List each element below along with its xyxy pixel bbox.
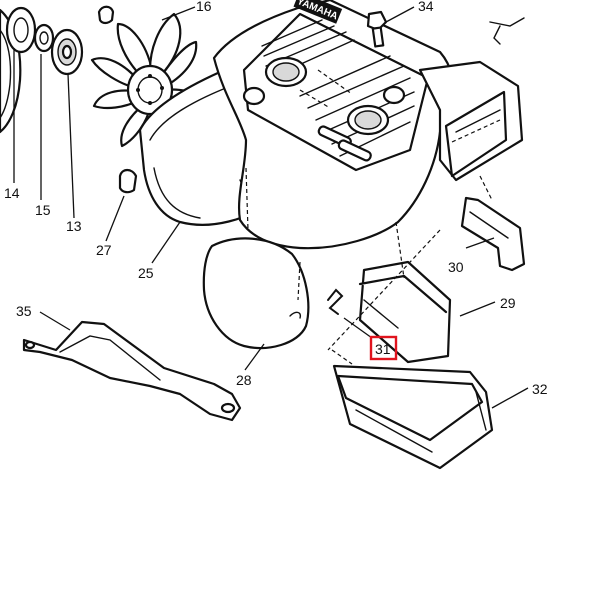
assembly-guides <box>245 119 501 365</box>
callout-28: 28 <box>236 372 252 388</box>
callout-29: 29 <box>500 295 516 311</box>
cylinder-head-cover: YAMAHA <box>212 0 454 250</box>
highlight-box-31 <box>369 335 398 361</box>
callout-32: 32 <box>532 381 548 397</box>
bracket-plate-35 <box>22 320 242 422</box>
callout-labels: 14 15 13 16 34 27 25 30 29 35 31 28 32 <box>4 0 548 397</box>
bearing-ring-14 <box>5 6 37 54</box>
spring-clip-top <box>489 17 525 45</box>
grille-slots <box>261 19 415 162</box>
callout-13: 13 <box>66 218 82 234</box>
wire-clip-31 <box>327 288 344 315</box>
callout-27: 27 <box>96 242 112 258</box>
callout-31: 31 <box>375 341 391 357</box>
bolt-34 <box>366 10 388 48</box>
bottom-duct-32 <box>332 364 494 470</box>
duct-29 <box>358 260 452 364</box>
callout-16: 16 <box>196 0 212 14</box>
callout-35: 35 <box>16 303 32 319</box>
callout-15: 15 <box>35 202 51 218</box>
plug-left <box>242 86 266 106</box>
leader-lines <box>13 6 529 409</box>
bracket-30 <box>460 196 526 272</box>
plug-right <box>382 85 406 105</box>
washer-15 <box>33 23 55 53</box>
grommet-27 <box>118 168 138 194</box>
callout-34: 34 <box>418 0 434 14</box>
callout-14: 14 <box>4 185 20 201</box>
side-cover-28 <box>202 237 310 350</box>
callout-30: 30 <box>448 259 464 275</box>
pulley-assembly <box>0 6 84 134</box>
callout-25: 25 <box>138 265 154 281</box>
air-duct <box>418 60 524 182</box>
key-pin <box>97 5 115 25</box>
